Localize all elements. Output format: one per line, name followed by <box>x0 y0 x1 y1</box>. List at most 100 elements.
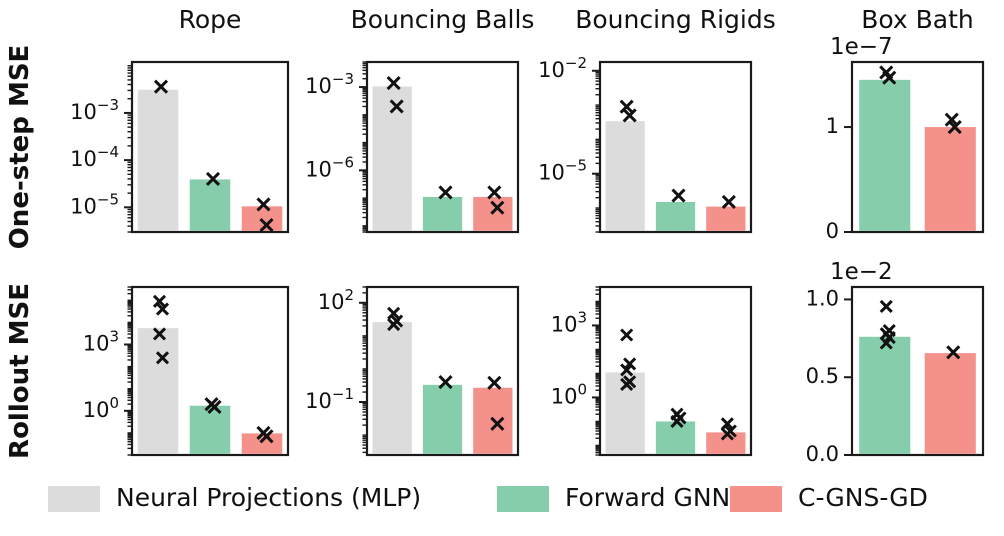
data-point-marker <box>490 416 505 431</box>
tick-base: 10 <box>318 290 345 314</box>
tick-base: 10 <box>305 74 332 98</box>
y-axis-tick-label: 10−3 <box>305 70 354 99</box>
data-point-marker <box>389 99 404 114</box>
panel-title: Bouncing Rigids <box>575 5 776 34</box>
data-point-marker <box>670 414 684 429</box>
tick-exponent: −3 <box>332 70 354 88</box>
panel-title: Box Bath <box>861 5 974 34</box>
data-point-marker <box>259 218 274 233</box>
tick-base: 10 <box>83 332 110 356</box>
panel-rope-row2 <box>124 285 290 457</box>
bar-forward-gnn <box>422 384 463 454</box>
panel-title: Bouncing Balls <box>351 5 535 34</box>
tick-exponent: −4 <box>97 143 119 161</box>
data-point-marker <box>152 294 167 308</box>
tick-exponent: −6 <box>332 153 354 171</box>
tick-exponent: 0 <box>577 380 587 398</box>
y-axis-tick-label: 1.0 <box>806 286 839 310</box>
data-point-marker <box>671 188 686 203</box>
axis-offset-label: 1e−2 <box>830 259 893 285</box>
y-axis-tick-label: 100 <box>83 393 119 422</box>
y-axis-tick-label: 10−3 <box>70 95 119 124</box>
bar-forward-gnn <box>859 79 911 231</box>
panel-title: Rope <box>179 5 242 34</box>
tick-base: 10 <box>70 147 97 171</box>
data-point-marker <box>490 200 505 215</box>
y-axis-tick-label: 10−2 <box>538 53 587 82</box>
data-point-marker <box>153 79 169 94</box>
data-point-marker <box>721 194 736 210</box>
tick-base: 10 <box>70 194 97 218</box>
data-point-marker <box>622 108 637 123</box>
y-axis-tick-label: 1 <box>826 114 839 138</box>
data-point-marker <box>155 351 170 365</box>
tick-exponent: −2 <box>565 53 587 71</box>
y-axis-tick-label: 10−4 <box>70 143 119 172</box>
data-point-marker <box>487 375 502 390</box>
y-axis-tick-label: 10−5 <box>538 156 587 185</box>
y-axis-tick-label: 103 <box>551 308 587 337</box>
data-point-marker <box>620 377 634 391</box>
data-point-marker <box>619 99 634 114</box>
data-point-marker <box>879 299 893 314</box>
bar-c-gns-gd <box>706 206 746 231</box>
data-point-marker <box>720 427 734 441</box>
y-axis-tick-label: 0.0 <box>806 442 839 466</box>
tick-base: 10 <box>538 161 565 185</box>
data-point-marker <box>879 65 894 80</box>
bar-c-gns-gd <box>241 433 283 454</box>
tick-exponent: −5 <box>97 190 119 208</box>
tick-base: 10 <box>551 384 578 408</box>
panel-bouncing-balls-row2 <box>359 285 520 457</box>
panel-rope-row1 <box>124 60 290 234</box>
data-point-marker <box>207 399 222 414</box>
data-point-marker <box>386 75 401 91</box>
data-point-marker <box>620 363 634 377</box>
panel-bouncing-rigids-row1 <box>592 60 753 234</box>
bar-neural-projections-mlp <box>372 86 412 231</box>
tick-base: 10 <box>305 389 332 413</box>
tick-base: 10 <box>83 398 110 422</box>
data-point-marker <box>438 375 453 390</box>
y-axis-tick-label: 10−5 <box>70 190 119 219</box>
bar-forward-gnn <box>422 196 463 231</box>
data-point-marker <box>947 120 962 135</box>
tick-base: 10 <box>305 157 332 181</box>
legend-label-1: Forward GNN <box>565 483 730 512</box>
data-point-marker <box>259 429 274 444</box>
row-axis-label-2: Rollout MSE <box>5 283 35 459</box>
bar-neural-projections-mlp <box>137 89 179 231</box>
panel-bouncing-balls-row1 <box>359 60 520 234</box>
data-point-marker <box>155 302 170 316</box>
data-point-marker <box>879 336 893 350</box>
row-axis-label-1: One-step MSE <box>5 45 35 250</box>
y-axis-tick-label: 10−1 <box>305 385 354 414</box>
legend-swatch-2 <box>730 486 782 512</box>
data-point-marker <box>620 328 634 342</box>
panel-box-bath-row1 <box>844 60 985 234</box>
y-axis-tick-label: 103 <box>83 327 119 356</box>
y-axis-tick-label: 0.5 <box>806 364 839 388</box>
tick-exponent: −1 <box>332 385 354 403</box>
legend-swatch-1 <box>497 486 549 512</box>
bar-neural-projections-mlp <box>605 121 645 231</box>
tick-base: 10 <box>70 100 97 124</box>
data-point-marker <box>946 345 961 360</box>
legend-swatch-0 <box>48 486 100 512</box>
panel-box-bath-row2 <box>844 285 985 457</box>
legend-label-2: C-GNS-GD <box>798 483 928 512</box>
data-point-marker <box>944 112 959 127</box>
y-axis-tick-label: 0 <box>826 219 839 243</box>
tick-exponent: −3 <box>97 95 119 113</box>
bar-c-gns-gd <box>924 127 976 231</box>
bar-forward-gnn <box>189 179 231 231</box>
bar-neural-projections-mlp <box>372 322 412 454</box>
tick-base: 10 <box>551 312 578 336</box>
data-point-marker <box>205 171 221 186</box>
bar-forward-gnn <box>859 336 911 454</box>
data-point-marker <box>152 327 167 341</box>
bar-c-gns-gd <box>706 432 746 454</box>
data-point-marker <box>487 185 502 200</box>
